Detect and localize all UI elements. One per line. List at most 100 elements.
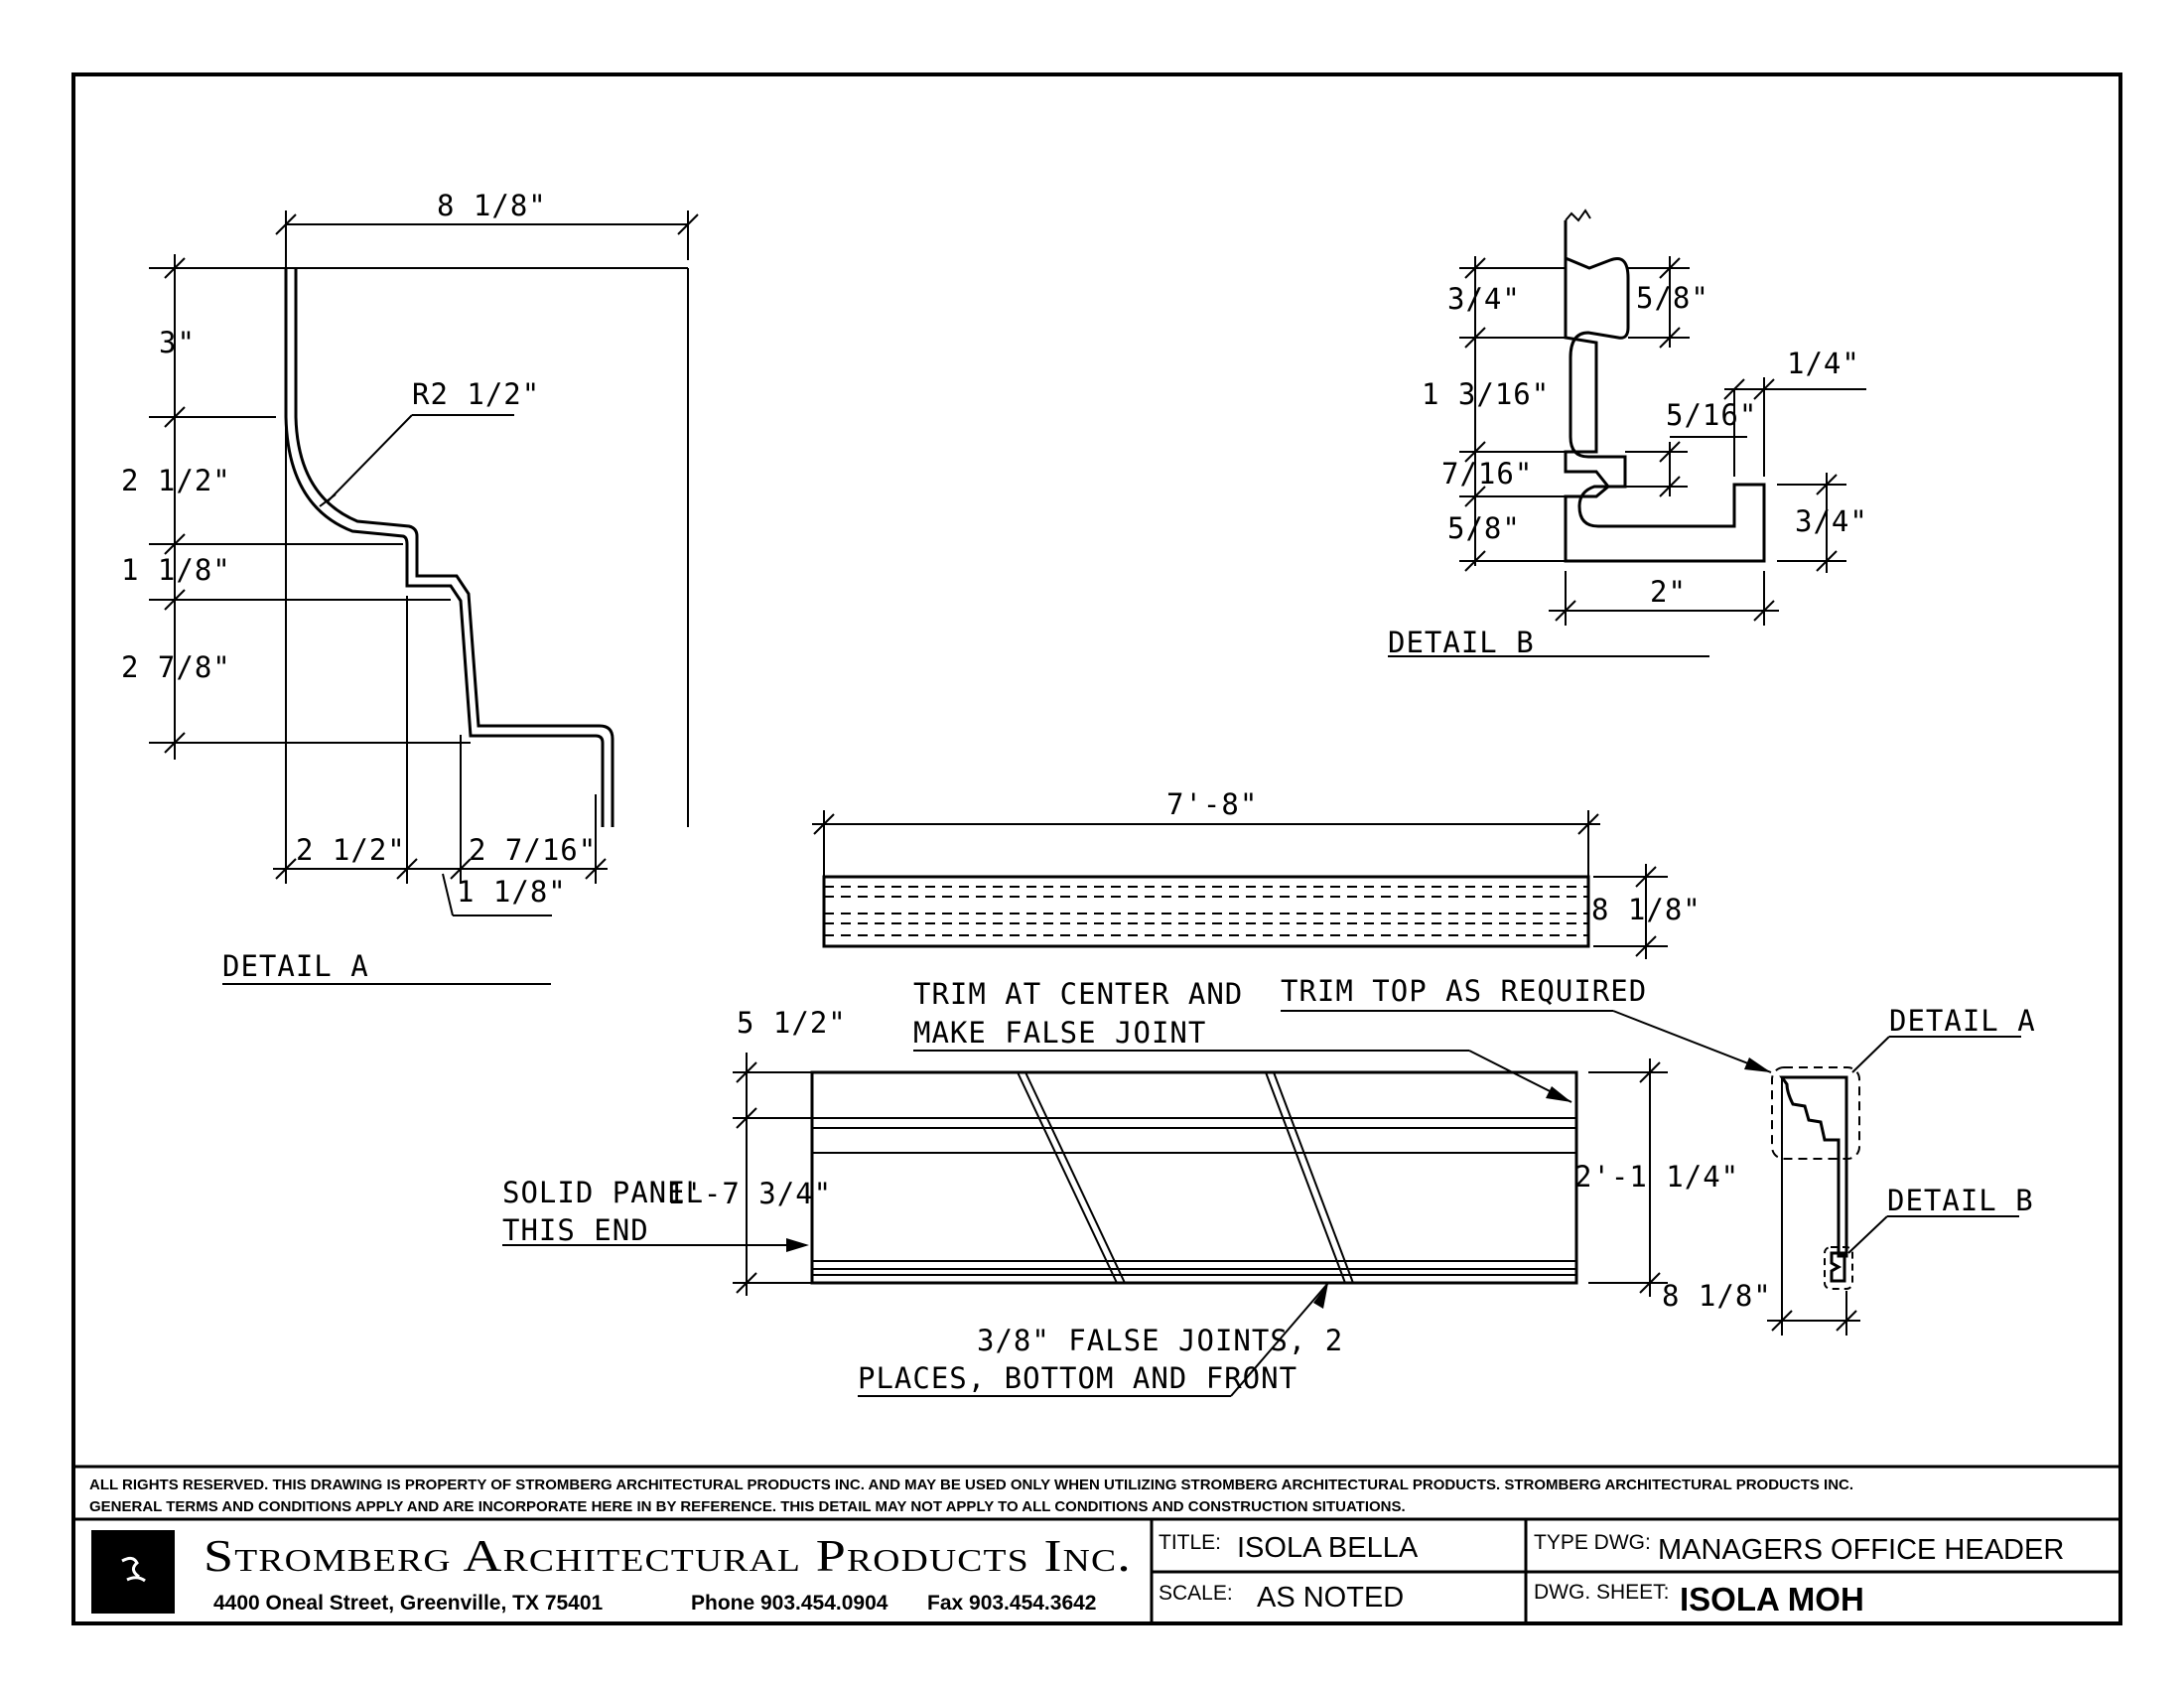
dim-tick [1753,378,1775,400]
dim-tick [164,732,186,754]
dim-tick [1639,1272,1661,1294]
false-joint [1273,1071,1354,1284]
dim-tick [1635,935,1657,957]
dim-1-1-8: 1 1/8" [121,553,231,587]
dim-tick [677,213,699,235]
title-label: TITLE: [1159,1531,1221,1554]
plan-depth-label: 8 1/8" [1591,893,1702,926]
false-joint [1265,1071,1346,1284]
dim-tick [1464,550,1486,572]
leader-arrow [1744,1057,1771,1072]
dim-2-7-8: 2 7/8" [121,650,231,684]
dim-1-4: 1/4" [1787,347,1860,380]
company-fax: Fax 903.454.3642 [927,1592,1096,1615]
note-trim-center-2: MAKE FALSE JOINT [913,1016,1206,1050]
dim-5-16: 5/16" [1666,398,1757,432]
dim-tick [813,813,835,835]
scale-label: SCALE: [1159,1582,1233,1605]
radius-label: R2 1/2" [412,377,540,411]
leader-arrow [1313,1283,1328,1309]
dim-tick [736,1107,757,1129]
elevation-view: 5 1/2" 1'-7 3/4" 2'-1 1/4" TRIM AT CENTE… [502,974,1772,1397]
note-solid-panel-2: THIS END [502,1213,649,1247]
dim-tick [396,858,418,880]
company-name: Stromberg Architectural Products Inc. [204,1530,1132,1581]
dim-tick [1464,486,1486,507]
detail-a-profile-inner [294,268,614,827]
dim-bottom-2-1-2: 2 1/2" [296,833,406,867]
section-detail-a-ref: DETAIL A [1889,1004,2036,1038]
detail-b: 3/4" 1 3/16" 7/16" 5/8" 5/8" 1/4" 5/16" … [1388,209,1868,659]
dim-tick [164,589,186,611]
title-value: ISOLA BELLA [1237,1532,1419,1564]
sheet-border [71,72,2122,1625]
dim-bottom-2-7-16: 2 7/16" [469,833,597,867]
radius-leader [327,414,413,502]
dim-5-1-2: 5 1/2" [737,1006,847,1040]
type-dwg-value: MANAGERS OFFICE HEADER [1658,1534,2064,1566]
dim-2: 2" [1650,575,1687,609]
dim-tick [164,257,186,279]
plan-view: 7'-8" 8 1/8" [812,787,1702,959]
section-view: DETAIL A DETAIL B 8 1/8" [1662,1004,2036,1336]
dim-tick [275,213,297,235]
dim-3-4: 3/4" [1447,282,1521,316]
note-false-joints-2: PLACES, BOTTOM AND FRONT [858,1361,1297,1395]
detail-a-caption: DETAIL A [222,949,369,983]
dim-bottom-1-1-8: 1 1/8" [457,875,567,909]
dim-tick [275,858,297,880]
dim-tick [450,858,472,880]
company-phone: Phone 903.454.0904 [691,1592,888,1615]
dim-tick [164,406,186,428]
dim-1-7-3-4: 1'-7 3/4" [667,1177,832,1210]
dim-3-4-right: 3/4" [1795,504,1868,538]
leader-arrow [786,1238,809,1252]
leader-arrow [1546,1086,1571,1102]
detail-a-width-label: 8 1/8" [437,189,547,222]
dim-tick [1659,327,1681,349]
detail-b-callout [1824,1246,1853,1290]
note-trim-top: TRIM TOP AS REQUIRED [1281,974,1647,1008]
dim-tick [1639,1061,1661,1083]
company-address: 4400 Oneal Street, Greenville, TX 75401 [213,1592,604,1615]
detail-b-caption: DETAIL B [1388,626,1535,659]
dwg-sheet-value: ISOLA MOH [1680,1581,1864,1618]
dim-tick [164,533,186,555]
note-false-joints-1: 3/8" FALSE JOINTS, 2 [977,1324,1343,1357]
plan-length-label: 7'-8" [1166,787,1258,821]
dim-tick [736,1061,757,1083]
leader [1847,1215,1888,1254]
leader [1230,1282,1329,1397]
false-joint [1017,1071,1118,1284]
logo-mark [121,1556,146,1583]
leader [1612,1010,1772,1073]
section-width-label: 8 1/8" [1662,1279,1772,1313]
detail-a-profile [284,268,605,827]
dim-3: 3" [159,326,196,359]
note-trim-center-1: TRIM AT CENTER AND [913,977,1243,1011]
dim-2-1-1-4: 2'-1 1/4" [1574,1160,1739,1194]
dim-5-8-right: 5/8" [1636,281,1709,315]
note-solid-panel-1: SOLID PANEL [502,1176,704,1209]
leader [1851,1036,1890,1073]
dim-tick [1464,441,1486,463]
type-dwg-label: TYPE DWG: [1534,1531,1651,1554]
detail-b-profile [1564,220,1766,563]
dim-tick [736,1272,757,1294]
detail-a: 8 1/8" 3" 2 1/2" 1 1/8" 2 7/8" R2 1/2" 2… [121,189,699,985]
dim-tick [585,858,607,880]
section-profile [1779,1075,1848,1258]
leader [442,873,454,916]
title-block: ALL RIGHTS RESERVED. THIS DRAWING IS PRO… [73,1465,2120,1623]
disclaimer-line-2: GENERAL TERMS AND CONDITIONS APPLY AND A… [89,1498,1406,1515]
dim-tick [1659,476,1681,497]
dim-tick [319,493,337,507]
dwg-sheet-label: DWG. SHEET: [1534,1581,1670,1604]
dim-1-3-16: 1 3/16" [1422,377,1550,411]
dim-tick [1635,866,1657,888]
false-joint [1024,1071,1126,1284]
elevation-outline [810,1070,1578,1285]
dim-2-1-2: 2 1/2" [121,464,231,497]
disclaimer-line-1: ALL RIGHTS RESERVED. THIS DRAWING IS PRO… [89,1477,1853,1493]
